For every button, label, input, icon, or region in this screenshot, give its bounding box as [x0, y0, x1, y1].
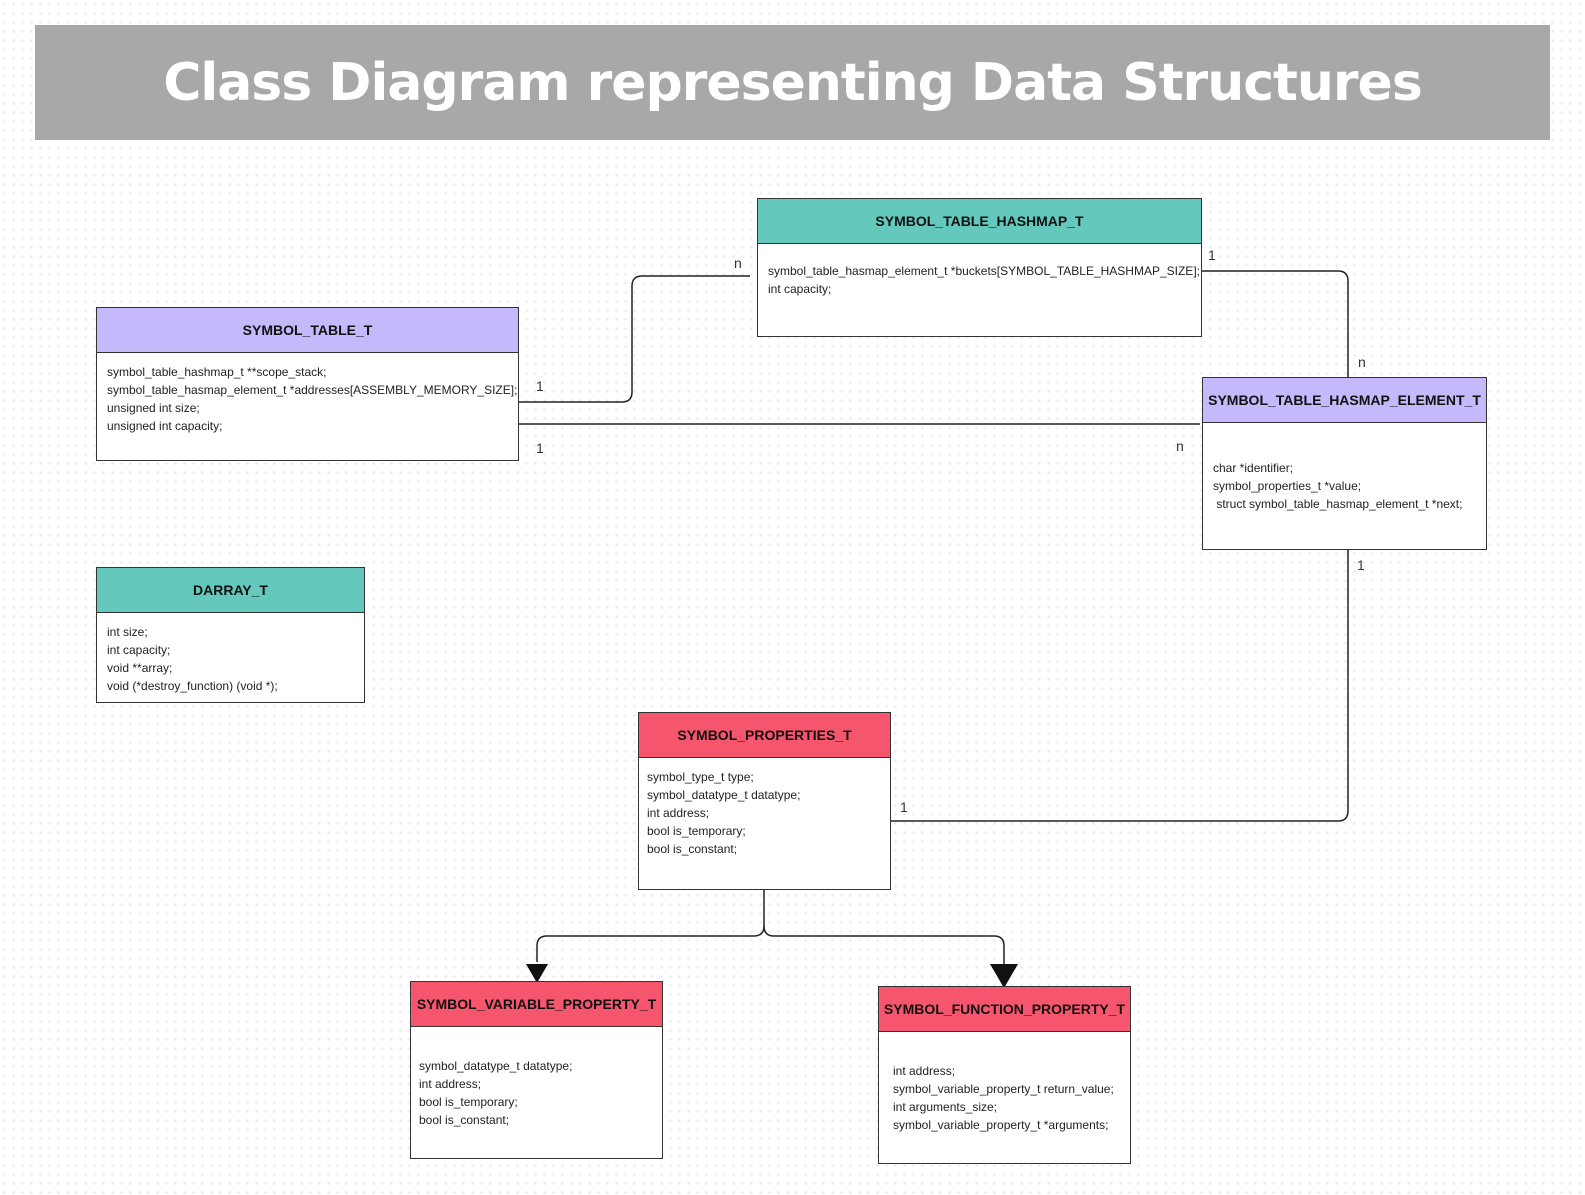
class-symbol-table-hashmap-t[interactable]: SYMBOL_TABLE_HASHMAP_T symbol_table_hasm… [757, 198, 1202, 337]
class-header: SYMBOL_PROPERTIES_T [639, 713, 890, 758]
class-field: bool is_constant; [419, 1113, 510, 1127]
class-field: bool is_temporary; [647, 824, 746, 838]
class-field: unsigned int size; [107, 401, 200, 415]
class-field: symbol_table_hasmap_element_t *addresses… [107, 383, 518, 397]
class-darray-t[interactable]: DARRAY_T int size; int capacity; void **… [96, 567, 365, 703]
connector-hashmap-to-element [1200, 270, 1349, 377]
title-banner: Class Diagram representing Data Structur… [35, 25, 1550, 140]
class-field: int arguments_size; [893, 1100, 998, 1114]
multiplicity-label: 1 [900, 799, 908, 815]
class-field: bool is_temporary; [419, 1095, 518, 1109]
multiplicity-label: 1 [1357, 557, 1365, 573]
class-field: symbol_table_hashmap_t **scope_stack; [107, 365, 327, 379]
class-field: symbol_table_hasmap_element_t *buckets[S… [768, 264, 1200, 278]
class-field: symbol_datatype_t datatype; [647, 788, 801, 802]
class-field: symbol_variable_property_t return_value; [893, 1082, 1114, 1096]
multiplicity-label: n [734, 255, 742, 271]
class-field: int capacity; [107, 643, 171, 657]
class-header: SYMBOL_TABLE_HASHMAP_T [758, 199, 1201, 244]
multiplicity-label: n [1358, 354, 1366, 370]
class-header: SYMBOL_FUNCTION_PROPERTY_T [879, 987, 1130, 1032]
multiplicity-label: n [1176, 438, 1184, 454]
class-field: void (*destroy_function) (void *); [107, 679, 278, 693]
multiplicity-label: 1 [536, 378, 544, 394]
class-field: unsigned int capacity; [107, 419, 223, 433]
connector-table-to-hashmap [514, 275, 750, 403]
class-field: int size; [107, 625, 148, 639]
class-field: symbol_properties_t *value; [1213, 479, 1362, 493]
class-field: symbol_variable_property_t *arguments; [893, 1118, 1109, 1132]
class-field: int capacity; [768, 282, 832, 296]
class-symbol-function-property-t[interactable]: SYMBOL_FUNCTION_PROPERTY_T int address; … [878, 986, 1131, 1164]
class-field: symbol_type_t type; [647, 770, 754, 784]
class-symbol-variable-property-t[interactable]: SYMBOL_VARIABLE_PROPERTY_T symbol_dataty… [410, 981, 663, 1159]
class-field: int address; [419, 1077, 482, 1091]
class-header: DARRAY_T [97, 568, 364, 613]
class-field: void **array; [107, 661, 173, 675]
class-header: SYMBOL_TABLE_HASMAP_ELEMENT_T [1203, 378, 1486, 423]
class-symbol-table-hasmap-element-t[interactable]: SYMBOL_TABLE_HASMAP_ELEMENT_T char *iden… [1202, 377, 1487, 550]
class-header: SYMBOL_TABLE_T [97, 308, 518, 353]
multiplicity-label: 1 [536, 440, 544, 456]
class-field: char *identifier; [1213, 461, 1294, 475]
class-field: symbol_datatype_t datatype; [419, 1059, 573, 1073]
class-field: struct symbol_table_hasmap_element_t *ne… [1213, 497, 1463, 511]
connector-properties-to-variable [536, 888, 765, 962]
arrowhead-variable [526, 964, 548, 983]
class-field: bool is_constant; [647, 842, 738, 856]
multiplicity-label: 1 [1208, 247, 1216, 263]
class-symbol-table-t[interactable]: SYMBOL_TABLE_T symbol_table_hashmap_t **… [96, 307, 519, 461]
class-field: int address; [893, 1064, 956, 1078]
connector-properties-to-function [763, 925, 1005, 966]
connector-element-to-properties [890, 550, 1349, 822]
arrowhead-function [990, 964, 1018, 988]
diagram-title: Class Diagram representing Data Structur… [163, 52, 1423, 113]
class-header: SYMBOL_VARIABLE_PROPERTY_T [411, 982, 662, 1027]
class-field: int address; [647, 806, 710, 820]
class-symbol-properties-t[interactable]: SYMBOL_PROPERTIES_T symbol_type_t type; … [638, 712, 891, 890]
